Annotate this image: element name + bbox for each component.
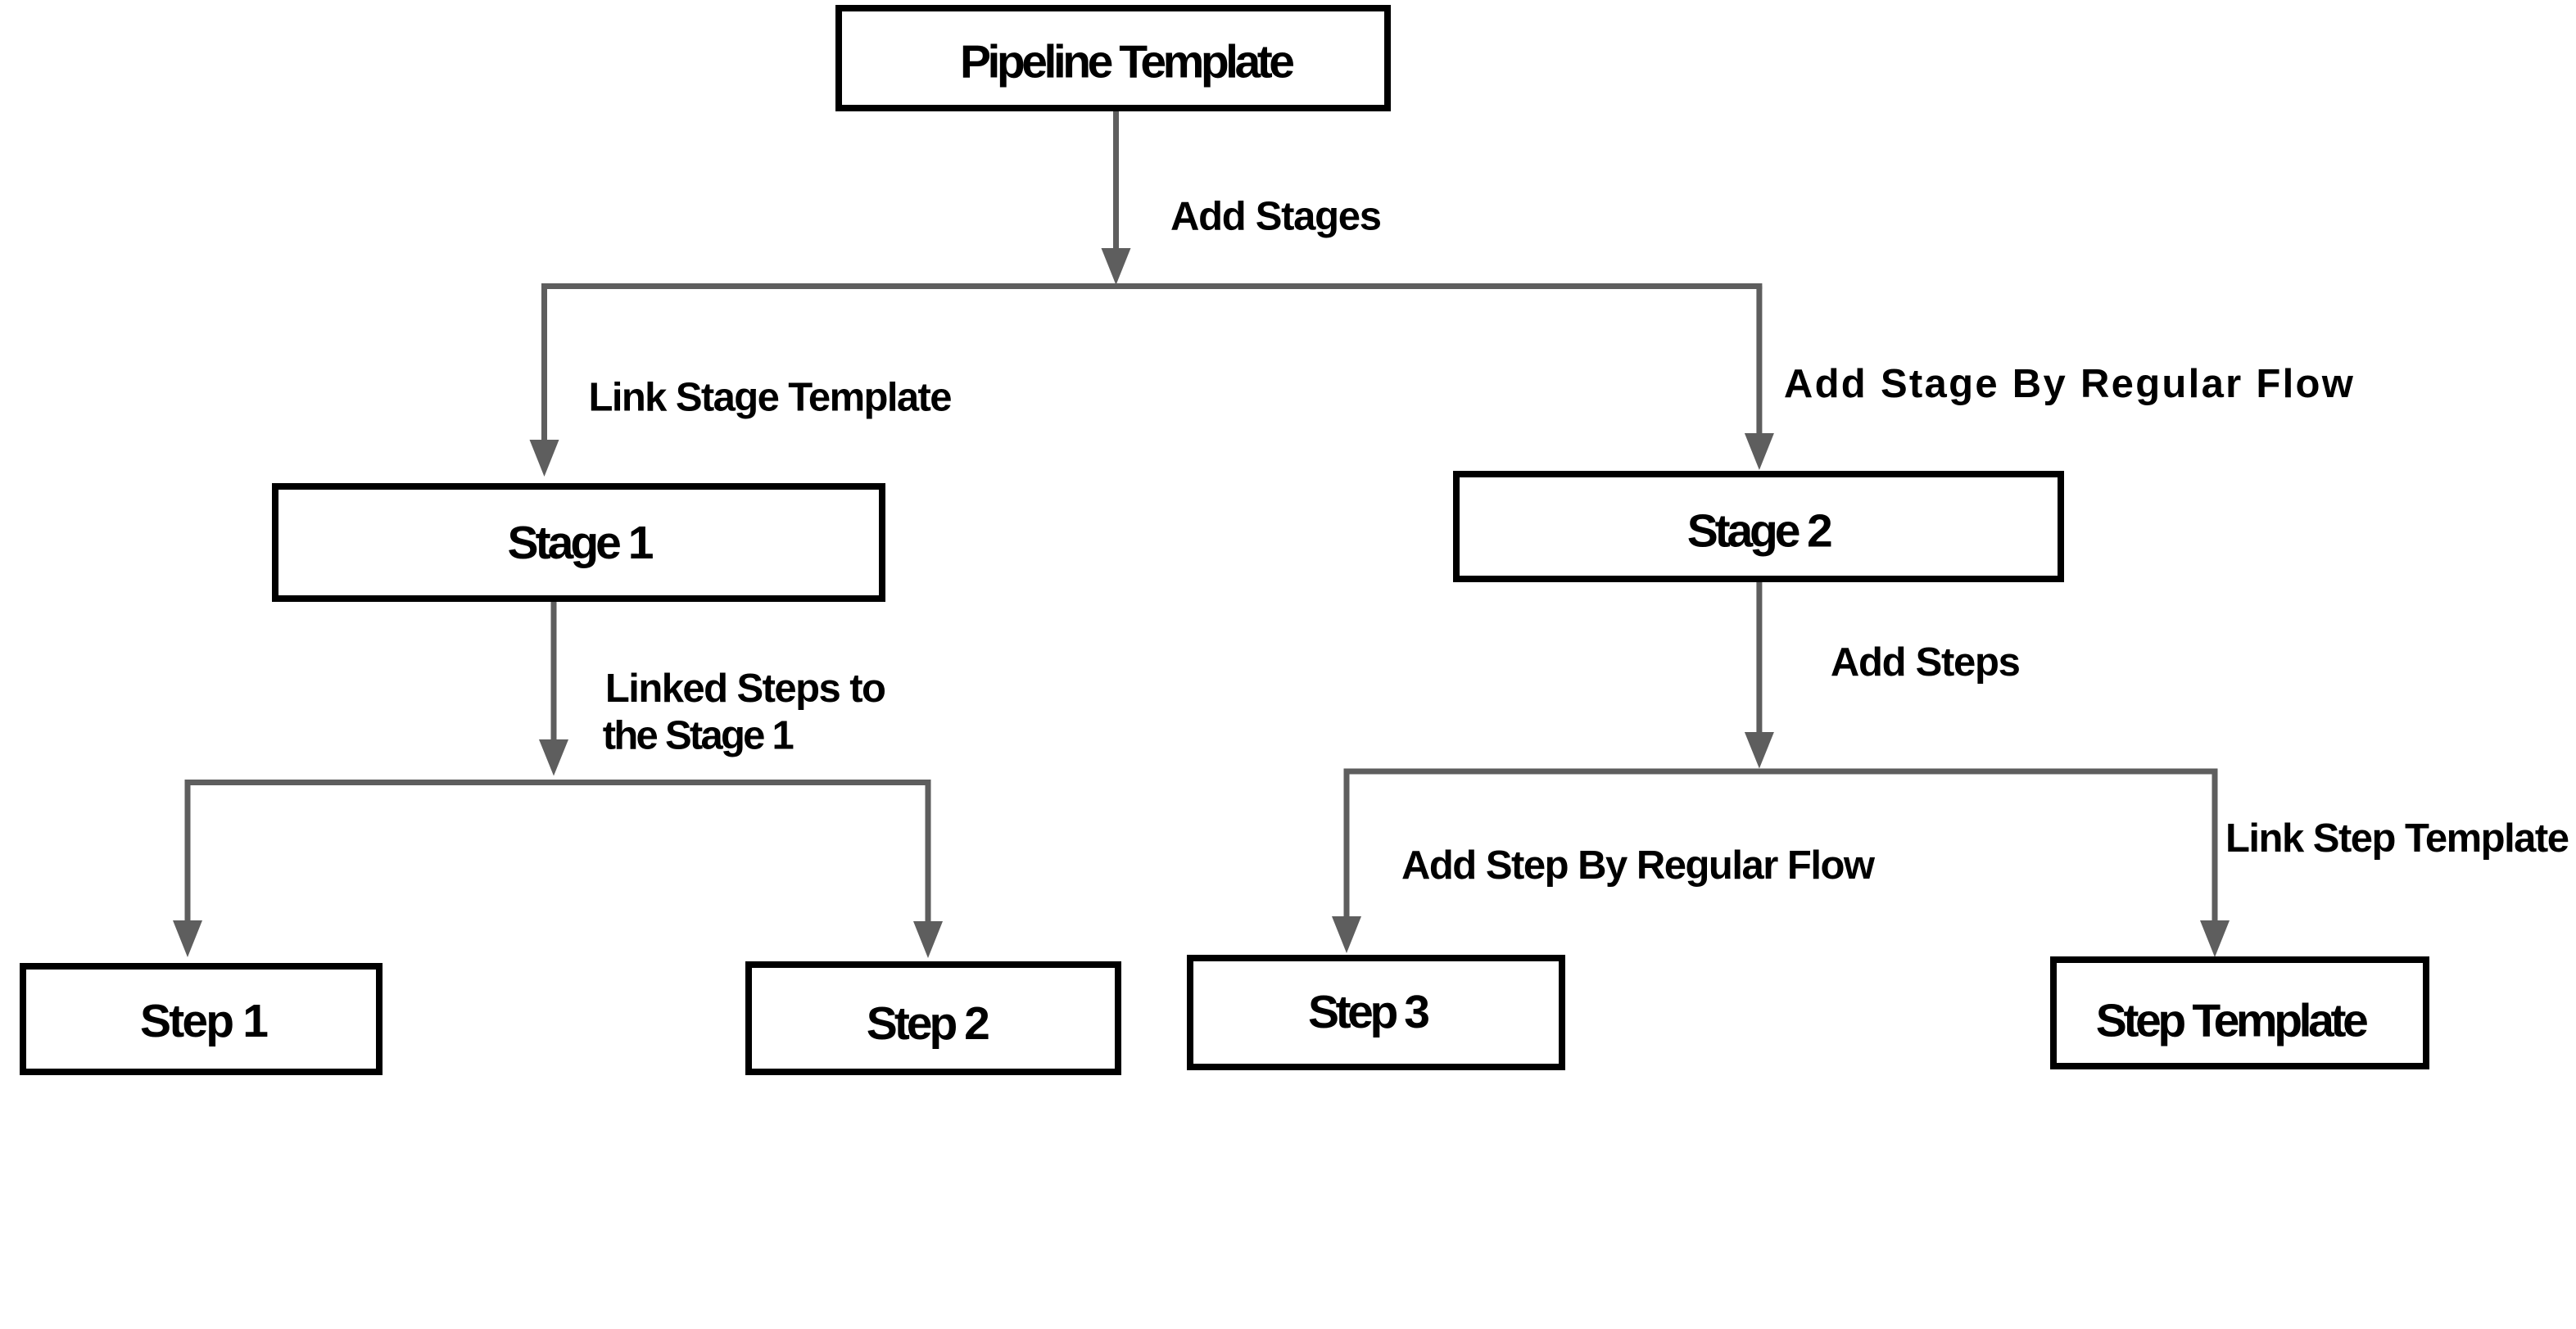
- svg-text:Link Stage Template: Link Stage Template: [589, 376, 953, 420]
- svg-text:Step 1: Step 1: [140, 995, 269, 1047]
- svg-text:Step Template: Step Template: [2096, 995, 2369, 1047]
- svg-text:Add Step By Regular Flow: Add Step By Regular Flow: [1401, 843, 1876, 888]
- svg-text:the Stage 1: the Stage 1: [603, 713, 795, 757]
- svg-text:Linked Steps to: Linked Steps to: [605, 667, 886, 711]
- svg-text:Stage 1: Stage 1: [508, 517, 654, 569]
- svg-text:Step 2: Step 2: [867, 997, 990, 1050]
- svg-text:Pipeline Template: Pipeline Template: [960, 36, 1295, 88]
- svg-text:Add Steps: Add Steps: [1831, 640, 2021, 685]
- svg-text:Stage 2: Stage 2: [1687, 505, 1833, 558]
- svg-text:Step 3: Step 3: [1308, 986, 1430, 1038]
- svg-text:Add Stage By Regular Flow: Add Stage By Regular Flow: [1784, 362, 2354, 406]
- svg-text:Add Stages: Add Stages: [1170, 195, 1382, 239]
- svg-text:Link Step Template: Link Step Template: [2225, 816, 2569, 861]
